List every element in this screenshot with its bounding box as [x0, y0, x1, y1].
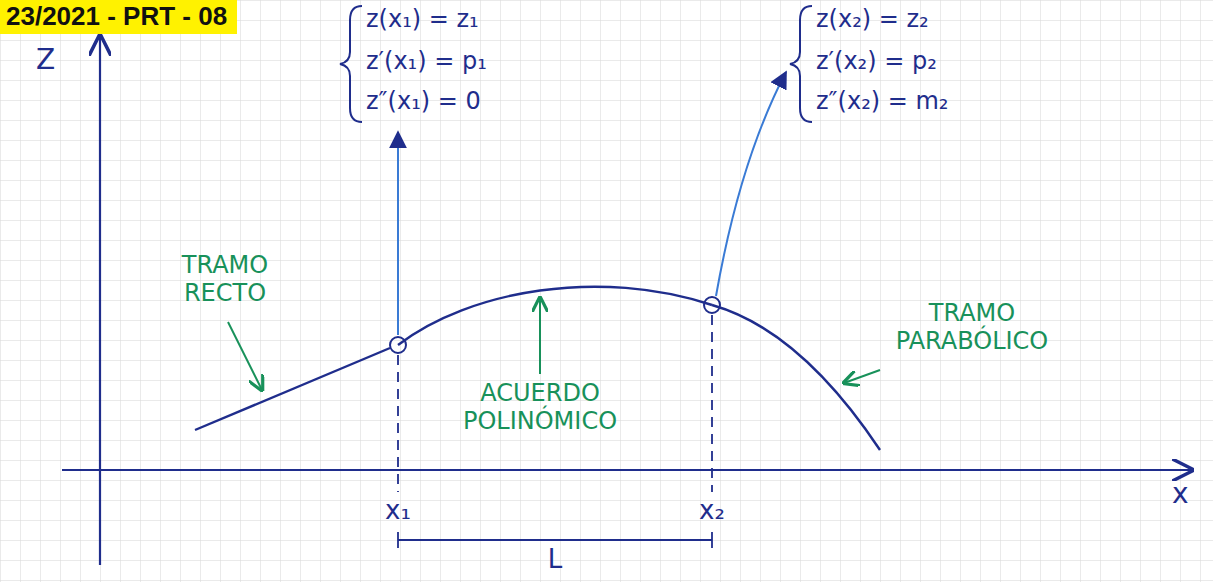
segment-label: TRAMO RECTO [150, 252, 300, 307]
dimension-tick [397, 532, 399, 548]
brace [340, 6, 362, 122]
x-axis [62, 469, 1192, 471]
axis-label: x [1172, 478, 1189, 510]
polynomial-curve [398, 287, 712, 345]
dashed-line [711, 315, 713, 492]
brace [790, 6, 812, 122]
sheet-banner: 23/2021 - PRT - 08 [0, 0, 237, 34]
parabolic-segment [712, 305, 880, 450]
callout-arrow [716, 72, 786, 296]
leader-arrow [539, 298, 541, 374]
dimension-tick [711, 532, 713, 548]
callout-arrow [397, 132, 399, 335]
condition: z′(x₁) = p₁ [366, 48, 487, 76]
condition: z(x₂) = z₂ [816, 6, 929, 34]
axis-tick-label: x₂ [699, 496, 725, 526]
leader-arrow [844, 370, 880, 383]
axis-tick-label: x₁ [385, 496, 411, 526]
dashed-line [397, 355, 399, 492]
dimension-label: L [548, 545, 563, 575]
segment-label: ACUERDO POLINÓMICO [440, 380, 640, 435]
point-x1 [390, 337, 406, 353]
condition: z(x₁) = z₁ [366, 6, 479, 34]
straight-segment [195, 348, 390, 430]
point-x2 [704, 297, 720, 313]
axis-label: Z [36, 44, 55, 76]
z-axis [99, 36, 101, 565]
dimension-line [398, 539, 712, 541]
leader-arrow [228, 322, 262, 390]
condition: z″(x₂) = m₂ [816, 88, 948, 116]
segment-label: TRAMO PARABÓLICO [872, 300, 1072, 355]
condition: z′(x₂) = p₂ [816, 48, 937, 76]
condition: z″(x₁) = 0 [366, 88, 481, 116]
